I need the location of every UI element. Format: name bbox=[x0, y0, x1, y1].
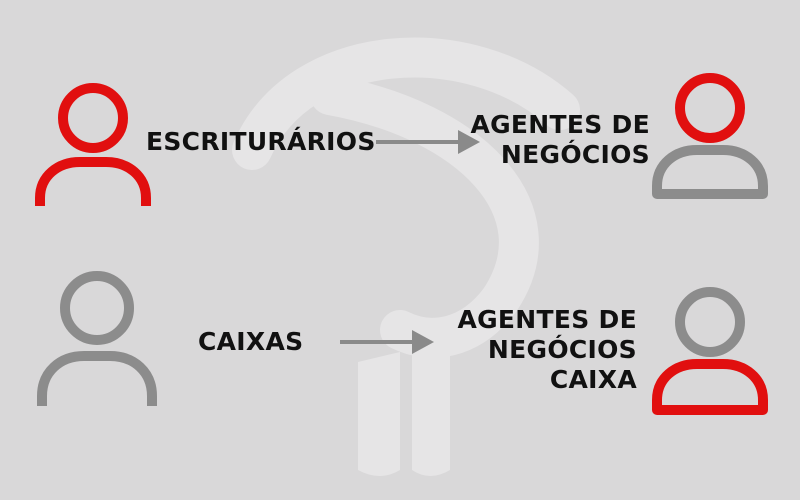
person-icon-gray-red-body bbox=[652, 287, 768, 415]
person-icon-gray bbox=[37, 271, 157, 406]
source-label-escriturarios: ESCRITURÁRIOS bbox=[146, 127, 376, 157]
target-label-line: NEGÓCIOS bbox=[500, 140, 650, 169]
arrow-right-icon bbox=[376, 130, 480, 154]
source-label-text: CAIXAS bbox=[198, 327, 304, 356]
target-label-line: AGENTES DE bbox=[470, 110, 650, 139]
arrow-right-icon bbox=[340, 330, 434, 354]
target-label-line: NEGÓCIOS bbox=[487, 335, 637, 364]
target-label-line: AGENTES DE bbox=[457, 305, 637, 334]
target-label-agentes-negocios: AGENTES DE NEGÓCIOS bbox=[470, 110, 650, 170]
target-label-line: CAIXA bbox=[549, 365, 637, 394]
target-label-agentes-negocios-caixa: AGENTES DE NEGÓCIOS CAIXA bbox=[457, 305, 637, 395]
person-icon-gray bbox=[652, 73, 768, 199]
source-label-text: ESCRITURÁRIOS bbox=[146, 127, 376, 156]
source-label-caixas: CAIXAS bbox=[198, 327, 303, 357]
person-icon-red bbox=[35, 83, 151, 206]
